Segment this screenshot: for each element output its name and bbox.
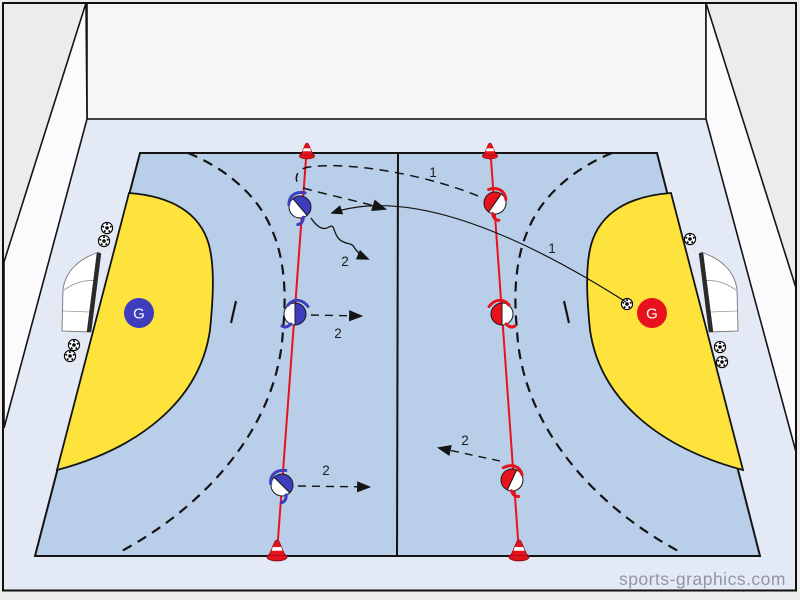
back-wall <box>86 2 707 120</box>
goalkeeper-left-circle <box>124 298 154 328</box>
dashed-run-arrow-1 <box>302 187 388 212</box>
goal-net-fold <box>709 310 738 313</box>
label-dribble-2: 2 <box>341 254 349 269</box>
nine-meter-line-right <box>514 151 683 554</box>
soccer-ball-icon <box>63 349 77 363</box>
soccer-ball-icon <box>713 340 727 354</box>
watermark: sports-graphics.com <box>619 569 786 589</box>
label-pass-1: 1 <box>548 241 556 256</box>
pass-arrow-1 <box>330 205 627 303</box>
label-run-2-red-bottom: 2 <box>461 433 469 448</box>
goalkeeper-right-label: G <box>646 306 658 323</box>
goal-right <box>698 251 739 333</box>
label-run-2-blue-mid: 2 <box>334 326 342 341</box>
nine-meter-line-left <box>117 151 286 554</box>
soccer-ball-icon <box>683 232 697 246</box>
dashed-run-path-1 <box>295 164 479 197</box>
center-line <box>396 152 399 557</box>
soccer-ball-icon <box>715 355 729 369</box>
soccer-ball-icon <box>67 338 81 352</box>
seven-meter-mark-right <box>562 300 571 324</box>
goalkeeper-right: G <box>637 298 667 328</box>
goal-post-left <box>86 252 102 333</box>
goal-net-fold <box>62 310 91 313</box>
run-arrow-blue-bottom <box>297 481 372 493</box>
goalkeeper-left-label: G <box>133 306 145 323</box>
label-run-1: 1 <box>429 165 437 180</box>
goal-post-right <box>698 252 714 333</box>
wavy-dribble-arrow <box>310 217 370 260</box>
run-arrow-red-bottom <box>436 445 501 462</box>
goal-area-right <box>586 192 745 472</box>
soccer-ball-icon <box>100 221 114 235</box>
label-run-2-blue-bottom: 2 <box>322 463 330 478</box>
border-frame <box>2 2 797 592</box>
goal-area-left <box>55 192 214 472</box>
goal-left <box>61 251 102 333</box>
soccer-ball-icon <box>97 234 111 248</box>
goalkeeper-left: G <box>124 298 154 328</box>
goalkeeper-right-circle <box>637 298 667 328</box>
seven-meter-mark-left <box>229 300 238 324</box>
